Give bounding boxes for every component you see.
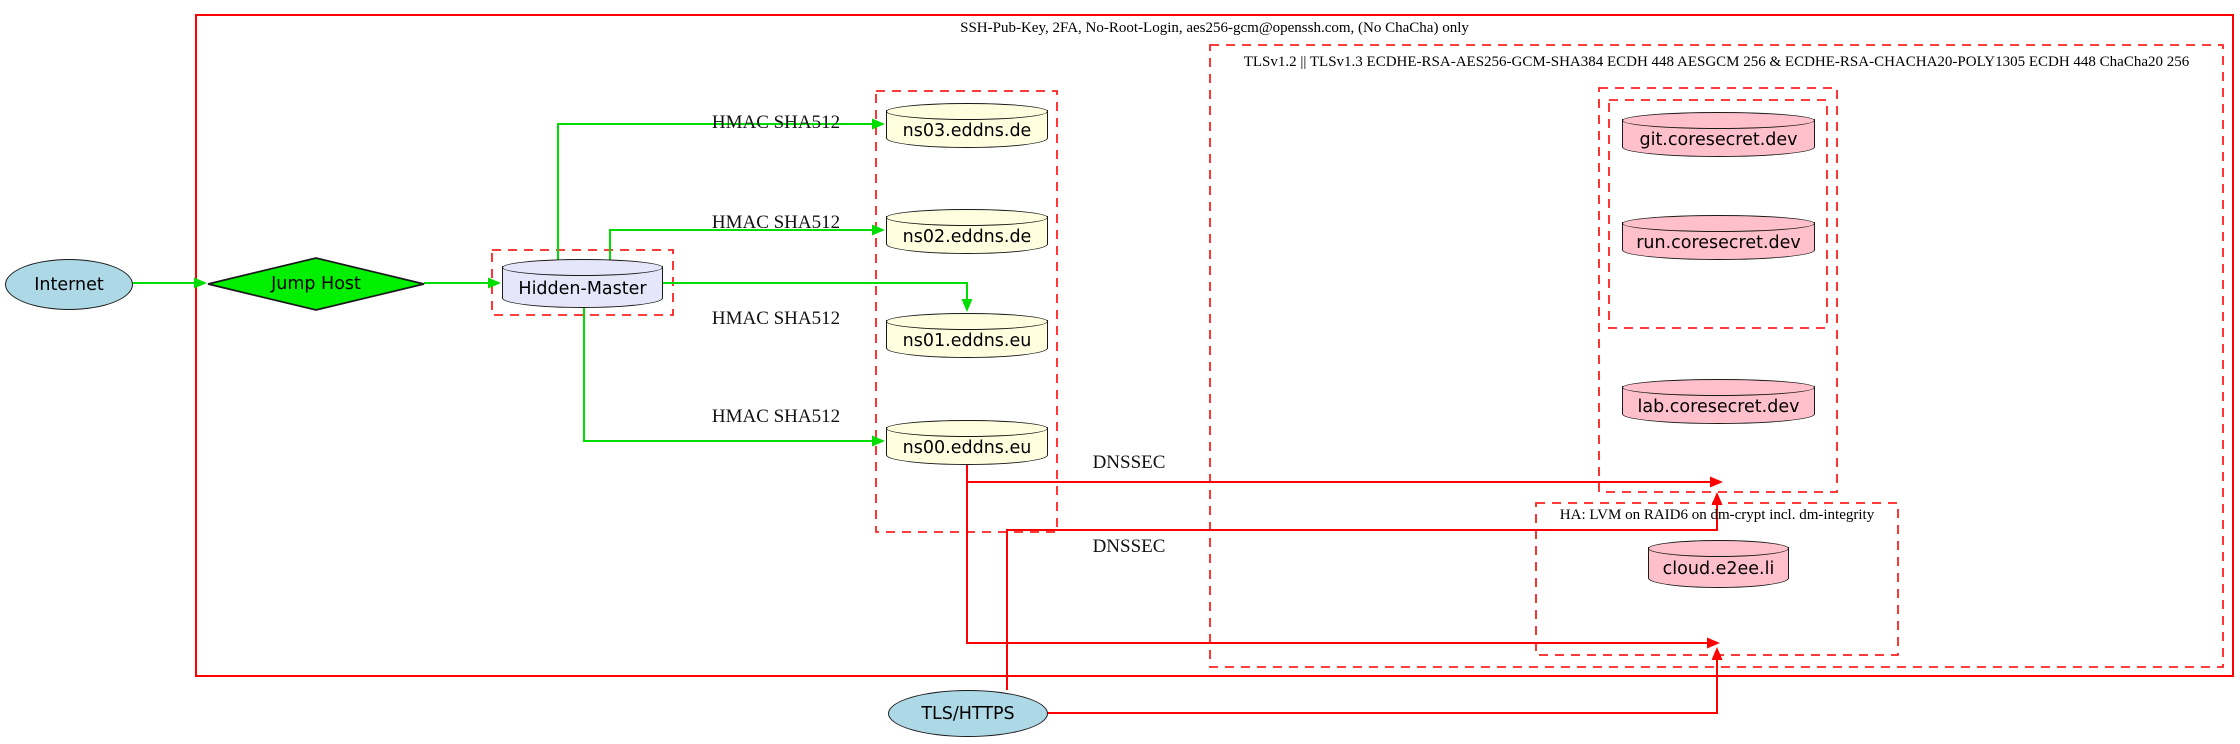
cloud-node-label: cloud.e2ee.li bbox=[1662, 559, 1775, 579]
hmac-label-ns01: HMAC SHA512 bbox=[711, 308, 841, 329]
arrowhead-hiddenmaster-ns03 bbox=[872, 118, 885, 130]
ns03-node-label: ns03.eddns.de bbox=[902, 120, 1032, 141]
edge-hiddenmaster-ns02 bbox=[609, 229, 873, 260]
tls-cluster-label: TLSv1.2 || TLSv1.3 ECDHE-RSA-AES256-GCM-… bbox=[1243, 54, 2190, 70]
ns01-node-label: ns01.eddns.eu bbox=[902, 330, 1032, 351]
arrowhead-tlshttps-ha bbox=[1711, 647, 1723, 660]
ssh-cluster-label: SSH-Pub-Key, 2FA, No-Root-Login, aes256-… bbox=[960, 20, 1469, 36]
git-cylinder-rim bbox=[1622, 112, 1815, 129]
arrowhead-ns00-ha bbox=[1707, 637, 1720, 649]
hidden-master-cylinder-rim bbox=[502, 259, 663, 276]
cloud-e2ee-node: cloud.e2ee.li bbox=[1648, 540, 1789, 588]
edge-tlshttps-ha bbox=[1046, 660, 1718, 714]
ssh-cluster-border bbox=[195, 14, 2234, 677]
internet-node: Internet bbox=[5, 259, 133, 310]
dnssec-label-coresecret: DNSSEC bbox=[1092, 452, 1166, 473]
ns02-node-label: ns02.eddns.de bbox=[902, 226, 1032, 247]
edge-hiddenmaster-ns01 bbox=[663, 282, 968, 300]
coresecret-outer-cluster-border bbox=[1598, 87, 1838, 493]
dnssec-label-ha: DNSSEC bbox=[1092, 536, 1166, 557]
ns01-cylinder-rim bbox=[886, 313, 1048, 330]
arrowhead-jumphost-hiddenmaster bbox=[488, 277, 501, 289]
arrowhead-hiddenmaster-ns00 bbox=[872, 435, 885, 447]
lab-cylinder-rim bbox=[1622, 379, 1815, 396]
arrowhead-tlshttps-coresecret bbox=[1711, 492, 1723, 505]
run-coresecret-node: run.coresecret.dev bbox=[1622, 215, 1815, 260]
git-node-label: git.coresecret.dev bbox=[1639, 129, 1798, 150]
tls-https-node: TLS/HTTPS bbox=[888, 690, 1048, 737]
git-coresecret-node: git.coresecret.dev bbox=[1622, 112, 1815, 157]
ns00-cylinder-rim bbox=[886, 420, 1048, 437]
ns03-node: ns03.eddns.de bbox=[886, 103, 1048, 148]
edge-hiddenmaster-ns00 bbox=[583, 307, 873, 442]
ns00-node: ns00.eddns.eu bbox=[886, 420, 1048, 465]
ns03-cylinder-rim bbox=[886, 103, 1048, 120]
ns02-node: ns02.eddns.de bbox=[886, 209, 1048, 254]
arrowhead-internet-jumphost bbox=[194, 277, 207, 289]
ha-cluster-label: HA: LVM on RAID6 on dm-crypt incl. dm-in… bbox=[1559, 507, 1875, 523]
ns00-node-label: ns00.eddns.eu bbox=[902, 437, 1032, 458]
lab-coresecret-node: lab.coresecret.dev bbox=[1622, 379, 1815, 424]
run-cylinder-rim bbox=[1622, 215, 1815, 232]
arrowhead-hiddenmaster-ns01 bbox=[961, 299, 973, 312]
hidden-master-node: Hidden-Master bbox=[502, 259, 663, 308]
edge-hiddenmaster-ns03 bbox=[557, 123, 873, 260]
arrowhead-ns00-coresecret bbox=[1710, 476, 1723, 488]
hidden-master-node-label: Hidden-Master bbox=[518, 278, 647, 299]
cloud-cylinder-rim bbox=[1648, 540, 1789, 557]
hmac-label-ns00: HMAC SHA512 bbox=[711, 406, 841, 427]
jump-host-node: Jump Host bbox=[208, 258, 424, 310]
ns01-node: ns01.eddns.eu bbox=[886, 313, 1048, 358]
ns02-cylinder-rim bbox=[886, 209, 1048, 226]
hmac-label-ns03: HMAC SHA512 bbox=[711, 112, 841, 133]
internet-node-label: Internet bbox=[34, 274, 104, 295]
edge-ns00-ha-dnssec bbox=[966, 482, 1708, 644]
lab-node-label: lab.coresecret.dev bbox=[1637, 396, 1800, 417]
edge-tlshttps-coresecret bbox=[1006, 505, 1718, 690]
jump-host-node-label: Jump Host bbox=[271, 274, 361, 294]
arrowhead-hiddenmaster-ns02 bbox=[872, 224, 885, 236]
jump-host-diamond bbox=[207, 257, 425, 311]
tls-https-node-label: TLS/HTTPS bbox=[921, 703, 1015, 724]
run-node-label: run.coresecret.dev bbox=[1636, 232, 1801, 253]
hmac-label-ns02: HMAC SHA512 bbox=[711, 212, 841, 233]
